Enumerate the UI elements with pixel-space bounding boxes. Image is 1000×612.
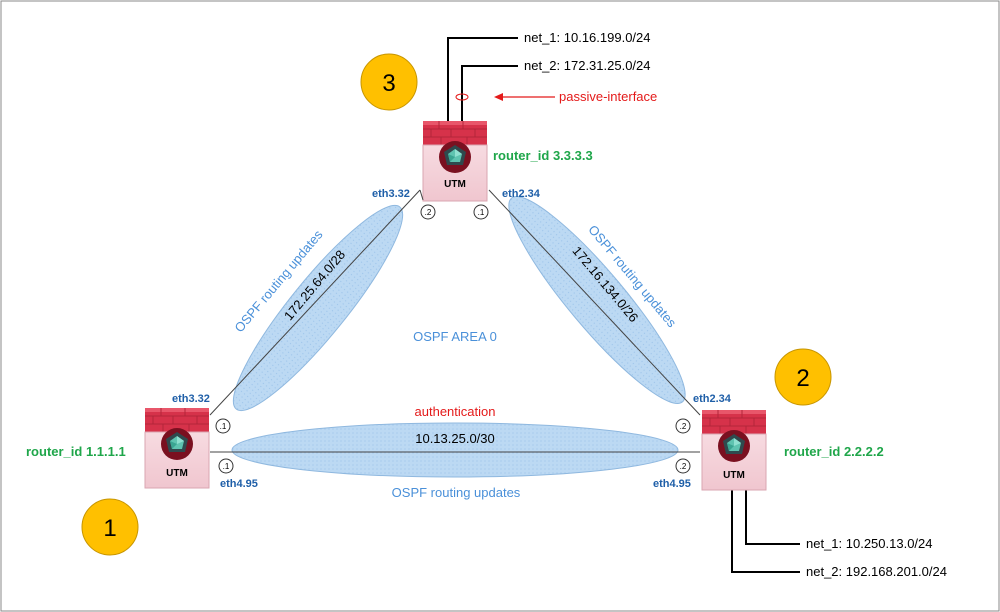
passive-interface-marker — [455, 93, 469, 101]
port-addr-r3-left: .2 — [425, 208, 432, 217]
port-r2-top — [675, 418, 691, 434]
port-addr-r1-bottom: .1 — [223, 462, 230, 471]
iface-r1-bottom: eth4.95 — [220, 478, 258, 490]
link-r1-r3 — [209, 189, 421, 416]
net1-line-r3 — [447, 37, 518, 122]
passive-interface-label: passive-interface — [559, 89, 657, 104]
router-id-r2: router_id 2.2.2.2 — [784, 444, 884, 459]
badge-1: 1 — [81, 498, 139, 556]
port-r1-bottom — [218, 458, 234, 474]
utm-label-r1: UTM — [166, 468, 188, 479]
utm-label-r2: UTM — [723, 470, 745, 481]
iface-r3-right: eth2.34 — [502, 188, 541, 200]
port-addr-r2-top: .2 — [680, 422, 687, 431]
port-r2-bottom — [675, 458, 691, 474]
utm-label-r3: UTM — [444, 179, 466, 190]
router-3[interactable]: UTM .2 .1 — [419, 37, 555, 220]
port-r1-top — [215, 418, 231, 434]
net2-label-r3: net_2: 172.31.25.0/24 — [524, 58, 651, 73]
link-caption-r1-r2: OSPF routing updates — [392, 485, 521, 500]
badge-3-number: 3 — [382, 70, 395, 97]
badge-2: 2 — [774, 348, 832, 406]
router-id-r1: router_id 1.1.1.1 — [26, 444, 126, 459]
area-label: OSPF AREA 0 — [413, 329, 497, 344]
port-addr-r3-right: .1 — [478, 208, 485, 217]
badge-2-number: 2 — [796, 365, 809, 392]
net1-label-r3: net_1: 10.16.199.0/24 — [524, 30, 651, 45]
link-subnet-r1-r2: 10.13.25.0/30 — [415, 431, 495, 446]
port-r3-right — [473, 204, 489, 220]
badge-1-number: 1 — [103, 515, 116, 542]
red-arrow-head — [494, 93, 503, 101]
authentication-label: authentication — [415, 404, 496, 419]
net2-line-r2 — [731, 490, 800, 573]
router-1[interactable]: UTM .1 .1 — [144, 407, 234, 489]
iface-r2-bottom: eth4.95 — [653, 478, 691, 490]
iface-r1-top: eth3.32 — [172, 393, 210, 405]
port-addr-r2-bottom: .2 — [680, 462, 687, 471]
net2-label-r2: net_2: 192.168.201.0/24 — [806, 564, 947, 579]
port-r3-left — [420, 204, 436, 220]
iface-r2-top: eth2.34 — [693, 393, 732, 405]
port-addr-r1-top: .1 — [220, 422, 227, 431]
link-r1-r2 — [210, 422, 700, 478]
link-r3-r2 — [488, 189, 701, 416]
net1-label-r2: net_1: 10.250.13.0/24 — [806, 536, 933, 551]
router-2[interactable]: UTM .2 .2 — [675, 409, 800, 573]
net1-line-r2 — [745, 490, 800, 545]
router-id-r3: router_id 3.3.3.3 — [493, 148, 593, 163]
badge-3: 3 — [360, 53, 418, 111]
net2-line-r3 — [461, 65, 518, 122]
iface-r3-left: eth3.32 — [372, 188, 410, 200]
